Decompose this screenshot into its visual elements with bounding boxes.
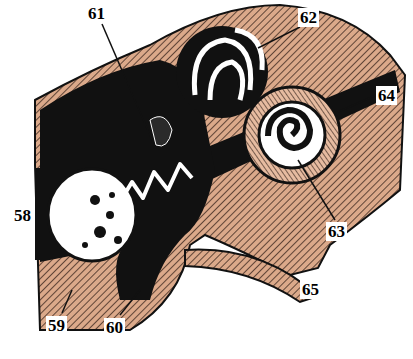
- callout-number: 64: [376, 86, 397, 105]
- callout-number: 61: [86, 4, 107, 23]
- callout-number: 60: [104, 318, 125, 337]
- callout-number: 65: [300, 280, 321, 299]
- callout-number: 62: [298, 8, 319, 27]
- bone-body: [35, 5, 405, 330]
- ossicles: [118, 164, 192, 205]
- cochlea: [244, 87, 340, 183]
- ossicle-head: [150, 117, 172, 146]
- callout-number: 63: [326, 222, 347, 241]
- cochlea-inner: [259, 102, 325, 168]
- band: [185, 250, 318, 302]
- cochlea-spiral: [268, 110, 310, 148]
- callout-number: 59: [46, 316, 67, 335]
- canal-loops: [194, 30, 262, 100]
- membrane-speckles: [82, 192, 122, 248]
- callout-number: 58: [12, 206, 33, 225]
- leader-lines: [62, 24, 374, 315]
- canal-wall: [35, 168, 47, 260]
- membrane: [48, 169, 136, 261]
